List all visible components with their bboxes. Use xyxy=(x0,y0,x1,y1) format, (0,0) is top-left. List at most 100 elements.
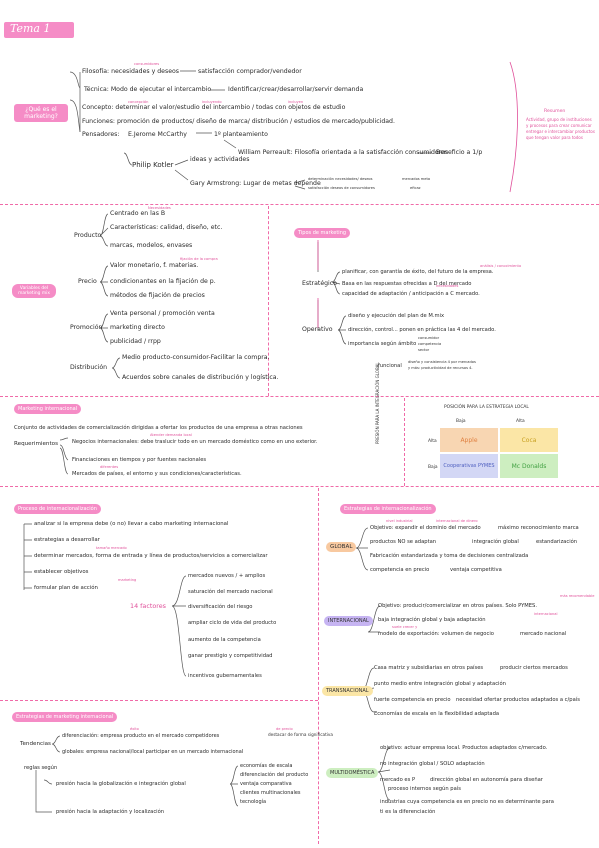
internacional-item: Mercados de países, el entorno y sus con… xyxy=(72,471,242,477)
tendencias-label: Tendencias xyxy=(20,741,51,747)
intro-armstrong-a2: mercados meta xyxy=(402,177,431,181)
intro-mccarthy-note: 1º planteamiento xyxy=(214,131,268,138)
estrategias-mkt-label: Estrategias de marketing internacional xyxy=(12,712,118,722)
tipos-operativo-sub: diseño y consistencia 4 por mercados xyxy=(408,360,476,364)
global-item: competencia en precio xyxy=(370,567,430,573)
multidomestica-item: no integración global / SOLO adaptación xyxy=(380,761,485,767)
badge-internacional: INTERNACIONAL xyxy=(324,616,373,626)
matrix-cell-coca: Coca xyxy=(500,428,558,452)
tipos-estrategico-item: capacidad de adaptación / anticipación a… xyxy=(342,291,480,297)
mix-precio-annotation: fijación de la compra xyxy=(180,257,218,261)
mix-producto-annotation: Necesidades xyxy=(148,206,171,210)
multidomestica-item: industrias cuya competencia es en precio… xyxy=(380,799,554,805)
multidomestica-item: mercado es P xyxy=(380,777,416,783)
divider xyxy=(0,396,599,397)
mix-precio-item: Valor monetario, f. materias. xyxy=(110,262,199,269)
tipos-operativo-item: funcional xyxy=(378,363,402,369)
intro-filosofia-result: satisfacción comprador/vendedor xyxy=(198,68,302,75)
divider xyxy=(0,204,599,205)
tipos-operativo-item: diseño y ejecución del plan de M.mix xyxy=(348,313,445,319)
side-summary-line: y procesos para crear comunicar xyxy=(526,123,592,128)
badge-transnacional: TRANSNACIONAL xyxy=(322,686,373,696)
tipos-operativo-sub: consumidor xyxy=(418,336,440,340)
reglas-item: presión hacia la adaptación y localizaci… xyxy=(56,809,165,815)
internacional-requerimientos: Requerimientos xyxy=(14,441,58,447)
internacional-strategy-result: mercado nacional xyxy=(520,631,567,637)
proceso-factores: 14 factores xyxy=(130,602,167,610)
proceso-factor: ampliar ciclo de vida del producto xyxy=(188,620,277,626)
divider xyxy=(0,700,318,701)
tipos-estrategico-item: planificar, con garantía de éxito, del f… xyxy=(342,269,494,275)
intro-perreault: William Perreault: Filosofía orientada a… xyxy=(238,149,449,156)
mix-label: Variables del marketing mix xyxy=(12,284,56,298)
internacional-item: Financiaciones en tiempos y por fuentes … xyxy=(72,457,207,463)
mix-distribucion: Distribución xyxy=(70,364,108,371)
global-item: productos NO se adaptan xyxy=(370,539,437,545)
transnacional-item-result: necesidad ofertar productos adaptados a … xyxy=(456,697,580,703)
divider xyxy=(318,488,319,844)
mix-promocion-item: marketing directo xyxy=(110,324,165,331)
divider xyxy=(268,206,269,396)
matrix-cell-mcdonalds: Mc Donalds xyxy=(500,454,558,478)
global-item-result: ventaja competitiva xyxy=(450,567,502,573)
transnacional-item: fuerte competencia en precio xyxy=(374,697,451,703)
proceso-step: analizar si la empresa debe (o no) lleva… xyxy=(34,521,229,527)
internacional-label: Marketing internacional xyxy=(14,404,82,414)
divider xyxy=(404,398,405,486)
badge-multidomestica: MULTIDOMÉSTICA xyxy=(326,768,379,778)
intro-perreault-result: Beneficio a 1/p xyxy=(436,149,483,156)
proceso-factor: saturación del mercado nacional xyxy=(188,589,273,595)
intro-armstrong-b: satisfacción deseos de consumidores xyxy=(308,186,375,190)
global-item-result: integración global xyxy=(472,539,519,545)
intro-concepto-annotation: incluyendo xyxy=(202,100,222,104)
transnacional-item: punto medio entre integración global y a… xyxy=(374,681,506,687)
mix-precio-item: condicionantes en la fijación de p. xyxy=(110,278,216,285)
internacional-item: Negocios internacionales: debe traslucir… xyxy=(72,439,318,445)
global-item-result: máximo reconocimiento marca xyxy=(498,525,579,531)
tipos-estrategico: Estratégico xyxy=(302,280,337,287)
intro-concepto: Concepto: determinar el valor/estudio de… xyxy=(82,104,346,111)
matrix-row-label: PRESIÓN PARA LA INTEGRACIÓN GLOBAL xyxy=(375,362,380,444)
tipos-operativo: Operativo xyxy=(302,326,333,333)
reglas-sub: economías de escala xyxy=(240,763,293,769)
intro-kotler-note: ideas y actividades xyxy=(190,156,250,163)
mix-producto-item: marcas, modelos, envases xyxy=(110,242,193,249)
matrix-cell-cooperativas: Cooperativas PYMES xyxy=(440,454,498,478)
global-annotation: nivel industrial xyxy=(386,519,413,523)
side-summary-line: entregar e intercambiar productos xyxy=(526,129,595,134)
intro-tecnica-result: Identificar/crear/desarrollar/servir dem… xyxy=(228,86,364,93)
tipos-operativo-item: importancia según ámbito xyxy=(348,341,417,347)
side-summary-title: Resumen xyxy=(544,109,566,114)
proceso-factor: ganar prestigio y competitividad xyxy=(188,653,273,659)
mix-precio: Precio xyxy=(78,278,97,285)
intro-armstrong-a: determinación necesidades/ deseos xyxy=(308,177,373,181)
global-item: Objetivo: expandir el dominio del mercad… xyxy=(370,525,481,531)
proceso-factor: incentivos gubernamentales xyxy=(188,673,262,679)
tipos-estrategico-annotation: necesidades xyxy=(436,284,459,288)
mix-producto: Producto xyxy=(74,232,102,239)
tipos-operativo-item: dirección, control... ponen en práctica … xyxy=(348,327,496,333)
reglas-sub: tecnología xyxy=(240,799,267,805)
mix-producto-item: Centrado en las B xyxy=(110,210,166,217)
reglas-item: presión hacia la globalización e integra… xyxy=(56,781,186,787)
tendencias-annotation: de precio xyxy=(276,727,293,731)
proceso-annotation: marketing xyxy=(118,578,137,582)
intro-filosofia-annotation: consumidores xyxy=(134,62,160,66)
proceso-factor: diversificación del riesgo xyxy=(188,604,253,610)
reglas-sub: clientes multinacionales xyxy=(240,790,301,796)
side-summary-line: que tengan valor para todos xyxy=(526,135,583,140)
page-title-text: Tema 1 xyxy=(10,22,51,35)
internacional-annotation: suele crecer y xyxy=(392,625,418,629)
global-item: Fabricación estandarizada y toma de deci… xyxy=(370,553,529,559)
tendencias-item: globales: empresa nacional/local partici… xyxy=(62,749,244,755)
mix-precio-item: métodos de fijación de precios xyxy=(110,292,205,299)
tipos-operativo-sub: sector xyxy=(418,348,430,352)
page-title xyxy=(4,22,74,38)
intro-tecnica: Técnica: Modo de ejecutar el intercambio xyxy=(84,86,212,93)
proceso-step: estrategias a desarrollar xyxy=(34,537,100,543)
proceso-factor: aumento de la competencia xyxy=(188,637,261,643)
tendencias-item: diferenciación: empresa producto en el m… xyxy=(62,733,220,739)
matrix-cell-apple: Apple xyxy=(440,428,498,452)
intro-concepto-annotation: concepción xyxy=(128,100,149,104)
